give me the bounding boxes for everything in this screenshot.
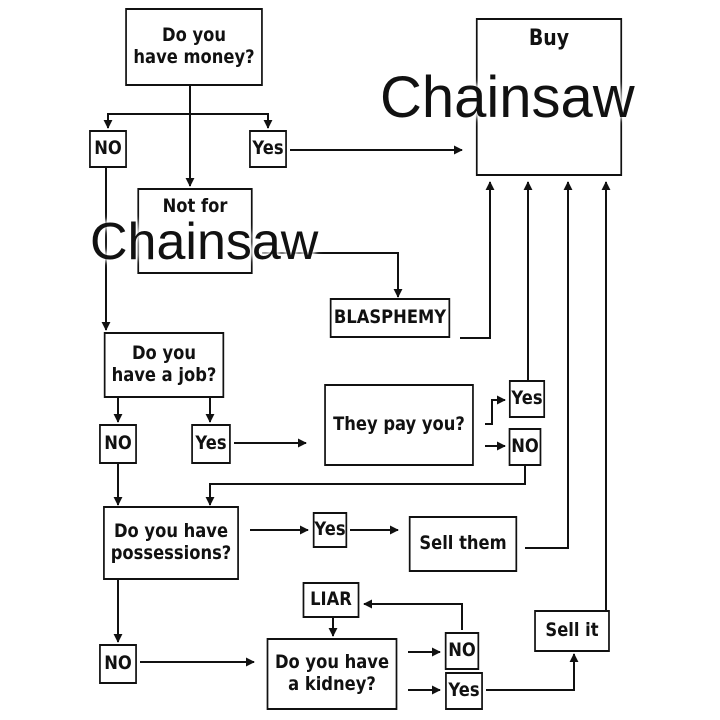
arrow-money-to-no: [103, 86, 191, 129]
buy-box: Buy: [475, 18, 623, 176]
job-no-box: NO: [99, 424, 137, 464]
possessions-box: Do you have possessions?: [103, 506, 239, 580]
job-yes-box: Yes: [191, 424, 231, 464]
sell-them-box: Sell them: [408, 516, 518, 572]
liar-box: LIAR: [302, 582, 360, 618]
money-no-box: NO: [89, 130, 127, 168]
kidney-yes-box: Yes: [445, 672, 483, 710]
kidney-box: Do you have a kidney?: [266, 638, 398, 710]
arrow-pay-to-yes: [485, 395, 506, 425]
they-pay-box: They pay you?: [324, 384, 474, 466]
arrow-kidneyyes-to-sellit: [486, 653, 579, 691]
chainsaw-overlay-top: Chainsaw: [380, 65, 635, 130]
money-yes-box: Yes: [249, 130, 287, 168]
pay-yes-box: Yes: [508, 380, 546, 418]
arrow-notfor-to-blasphemy: [262, 252, 403, 298]
arrow-sellthem-to-buy: [525, 181, 573, 549]
poss-no-box: NO: [99, 644, 137, 684]
arrow-payno-to-possessions: [205, 466, 526, 506]
sell-it-box: Sell it: [534, 610, 610, 652]
blasphemy-box: BLASPHEMY: [329, 298, 451, 338]
poss-yes-box: Yes: [312, 512, 348, 548]
chainsaw-overlay-mid: Chainsaw: [90, 213, 319, 271]
not-for-box: Not for: [137, 188, 253, 274]
pay-no-box: NO: [508, 428, 542, 466]
arrow-blasphemy-to-buy: [460, 181, 495, 339]
arrow-kidneyno-to-liar: [363, 599, 463, 630]
arrow-money-to-yes: [190, 113, 273, 129]
have-job-box: Do you have a job?: [103, 332, 225, 398]
have-money-box: Do you have money?: [125, 8, 263, 86]
kidney-no-box: NO: [444, 632, 480, 670]
